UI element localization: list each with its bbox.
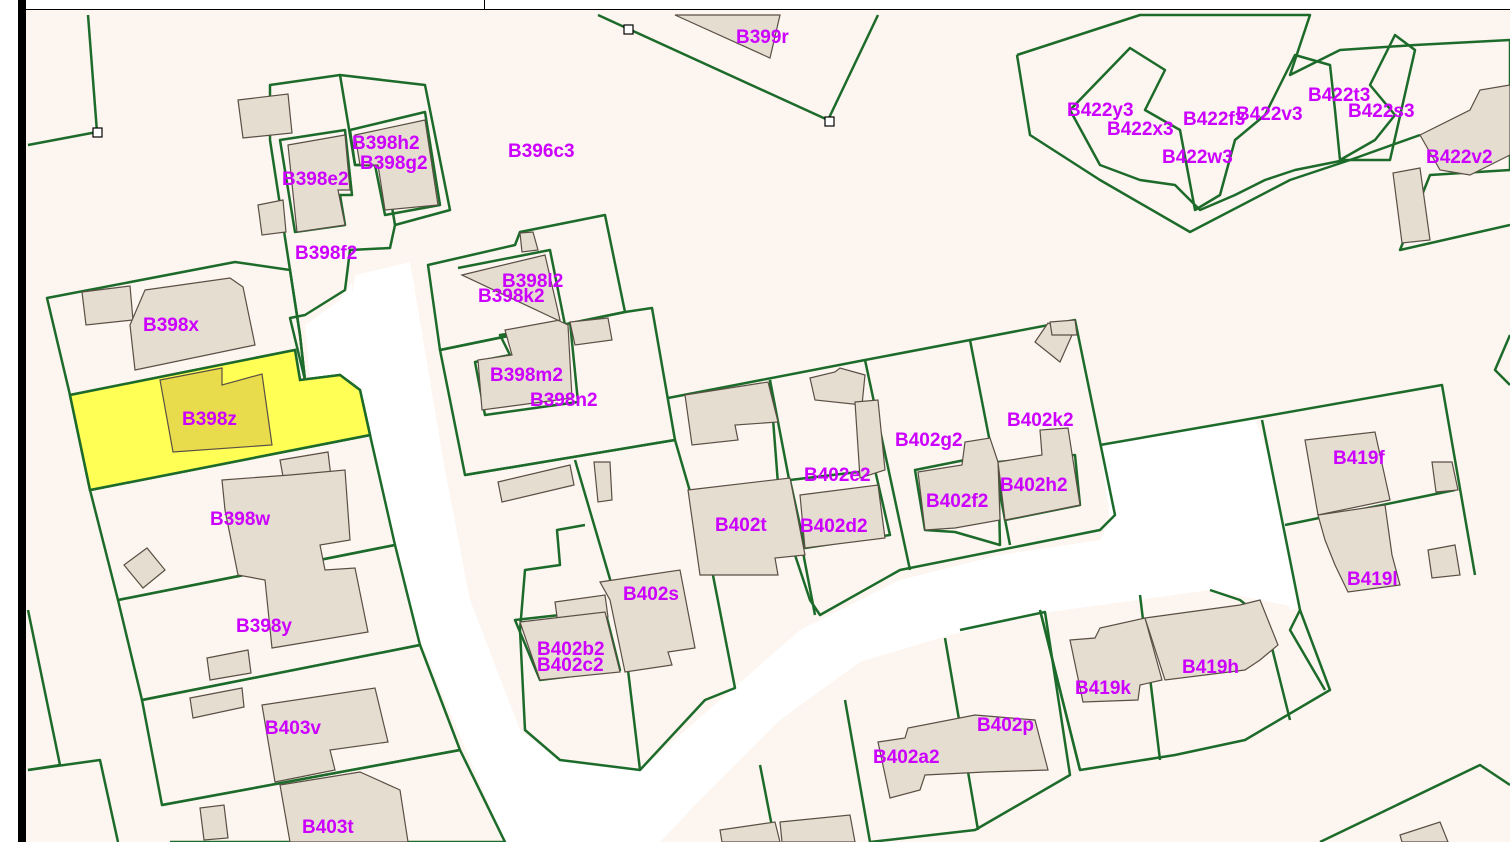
survey-markers xyxy=(92,24,835,138)
map-frame-top-divider xyxy=(484,0,485,10)
parcel-label-B398l2: B398l2 xyxy=(502,271,563,292)
parcel-label-B398m2: B398m2 xyxy=(490,365,563,386)
parcel-label-B402b2: B402b2 xyxy=(537,639,605,660)
parcel-label-B396c3: B396c3 xyxy=(508,141,575,162)
survey-marker xyxy=(92,127,103,138)
survey-marker xyxy=(824,116,835,127)
buildings xyxy=(81,14,1510,842)
parcel-label-B419l: B419l xyxy=(1347,569,1398,590)
parcel-label-B398n2: B398n2 xyxy=(530,390,598,411)
parcel-label-B402k2: B402k2 xyxy=(1007,410,1074,431)
parcel-label-B422t3: B422t3 xyxy=(1308,85,1370,106)
parcel-label-B403t: B403t xyxy=(302,817,354,838)
parcel-label-B402a2: B402a2 xyxy=(873,747,940,768)
parcel-label-B422x3: B422x3 xyxy=(1107,119,1174,140)
parcel-label-B402s: B402s xyxy=(623,584,679,605)
parcel-label-B419f: B419f xyxy=(1333,448,1385,469)
parcel-label-B402f2: B402f2 xyxy=(926,491,988,512)
parcel-label-B422v2: B422v2 xyxy=(1426,147,1493,168)
map-frame-top-strip xyxy=(26,0,1510,10)
parcel-label-B402g2: B402g2 xyxy=(895,430,963,451)
parcel-label-B422y3: B422y3 xyxy=(1067,100,1134,121)
parcel-label-B422w3: B422w3 xyxy=(1162,147,1233,168)
parcel-label-B419h: B419h xyxy=(1182,657,1239,678)
parcel-label-B402e2: B402e2 xyxy=(804,465,871,486)
parcel-label-B398w: B398w xyxy=(210,509,270,530)
parcel-label-B402t: B402t xyxy=(715,515,767,536)
parcel-label-B422v3: B422v3 xyxy=(1236,104,1303,125)
parcel-label-B398g2: B398g2 xyxy=(360,153,428,174)
parcel-label-B399r: B399r xyxy=(736,27,789,48)
parcel-label-B402c2: B402c2 xyxy=(537,655,604,676)
parcel-label-B402h2: B402h2 xyxy=(1000,475,1068,496)
parcel-label-B398f2: B398f2 xyxy=(295,243,357,264)
parcel-label-B402d2: B402d2 xyxy=(800,516,868,537)
parcel-label-B398k2: B398k2 xyxy=(478,286,545,307)
parcel-label-B403v: B403v xyxy=(265,718,321,739)
parcel-label-B398h2: B398h2 xyxy=(352,133,420,154)
parcel-label-B398y: B398y xyxy=(236,616,292,637)
parcel-label-B398e2: B398e2 xyxy=(282,169,349,190)
survey-marker xyxy=(623,24,634,35)
parcel-label-B398x: B398x xyxy=(143,315,199,336)
parcel-label-B422f3: B422f3 xyxy=(1183,109,1245,130)
parcel-label-B422s3: B422s3 xyxy=(1348,101,1415,122)
parcel-label-B419k: B419k xyxy=(1075,678,1131,699)
parcel-label-B402p: B402p xyxy=(977,715,1034,736)
map-frame-left-border xyxy=(18,0,26,842)
parcel-label-B398z: B398z xyxy=(182,409,237,430)
roads xyxy=(305,262,1300,842)
